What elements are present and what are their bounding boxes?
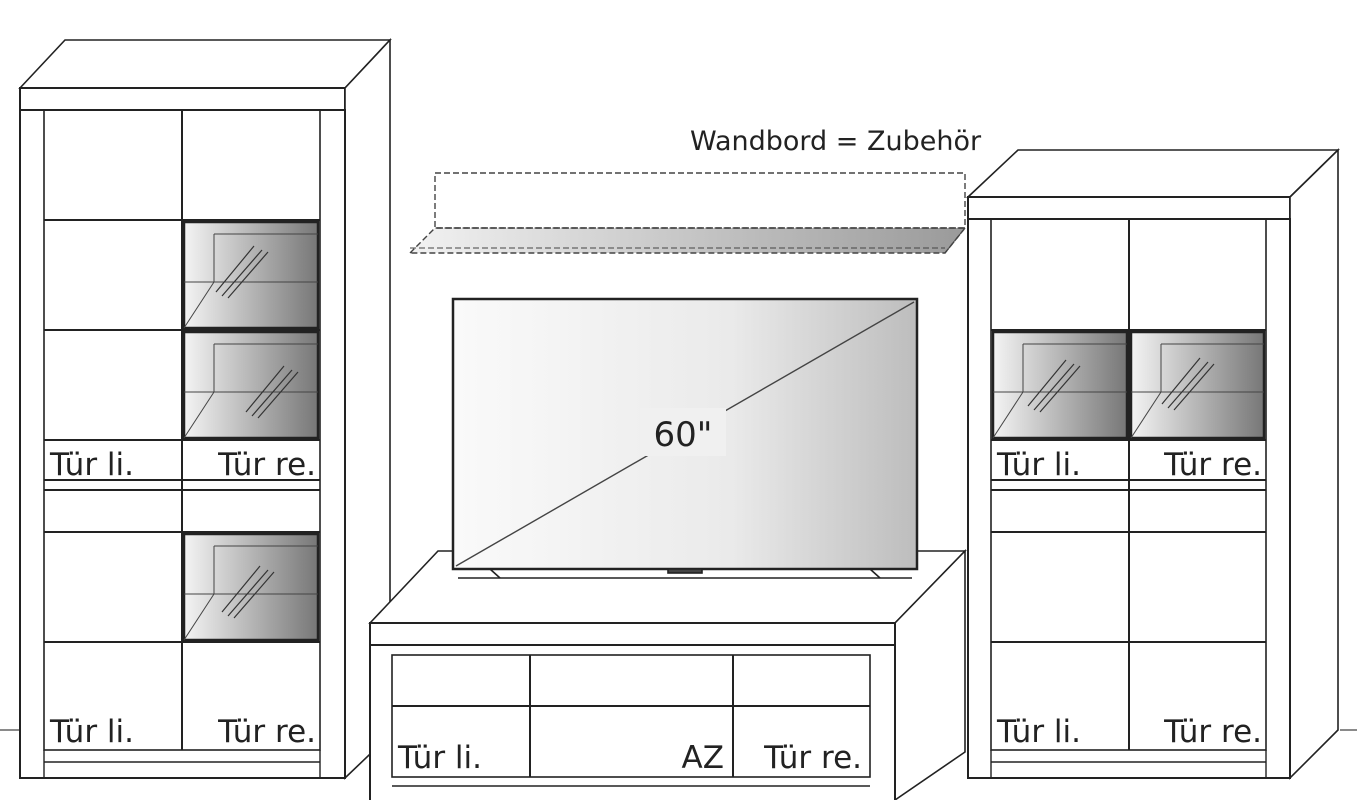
tv-stand: [458, 568, 912, 579]
lowboard-middle-label: AZ: [682, 740, 724, 776]
tv: [451, 297, 919, 579]
left-cabinet-lower-right-label: Tür re.: [217, 714, 316, 750]
shelf-note: Wandbord = Zubehör: [690, 126, 982, 157]
lowboard-right-label: Tür re.: [763, 740, 862, 776]
left-cabinet-glass: [182, 220, 320, 642]
glass-door-icon: [1129, 330, 1266, 440]
left-cabinet-upper-right-label: Tür re.: [217, 447, 316, 483]
left-cabinet-upper-left-label: Tür li.: [49, 447, 134, 483]
right-cabinet-lower-left-label: Tür li.: [996, 714, 1081, 750]
glass-door-icon: [182, 220, 320, 330]
glass-door-icon: [991, 330, 1129, 440]
left-cabinet-lower-left-label: Tür li.: [49, 714, 134, 750]
right-cabinet-glass: [991, 330, 1266, 440]
tv-size-label: 60": [654, 415, 713, 455]
lowboard-left-label: Tür li.: [397, 740, 482, 776]
glass-door-icon: [182, 330, 320, 440]
wall-shelf: [408, 172, 967, 254]
right-cabinet: [965, 148, 1340, 780]
glass-door-icon: [182, 532, 320, 642]
right-cabinet-lower-right-label: Tür re.: [1163, 714, 1262, 750]
right-cabinet-upper-left-label: Tür li.: [996, 447, 1081, 483]
right-cabinet-upper-right-label: Tür re.: [1163, 447, 1262, 483]
